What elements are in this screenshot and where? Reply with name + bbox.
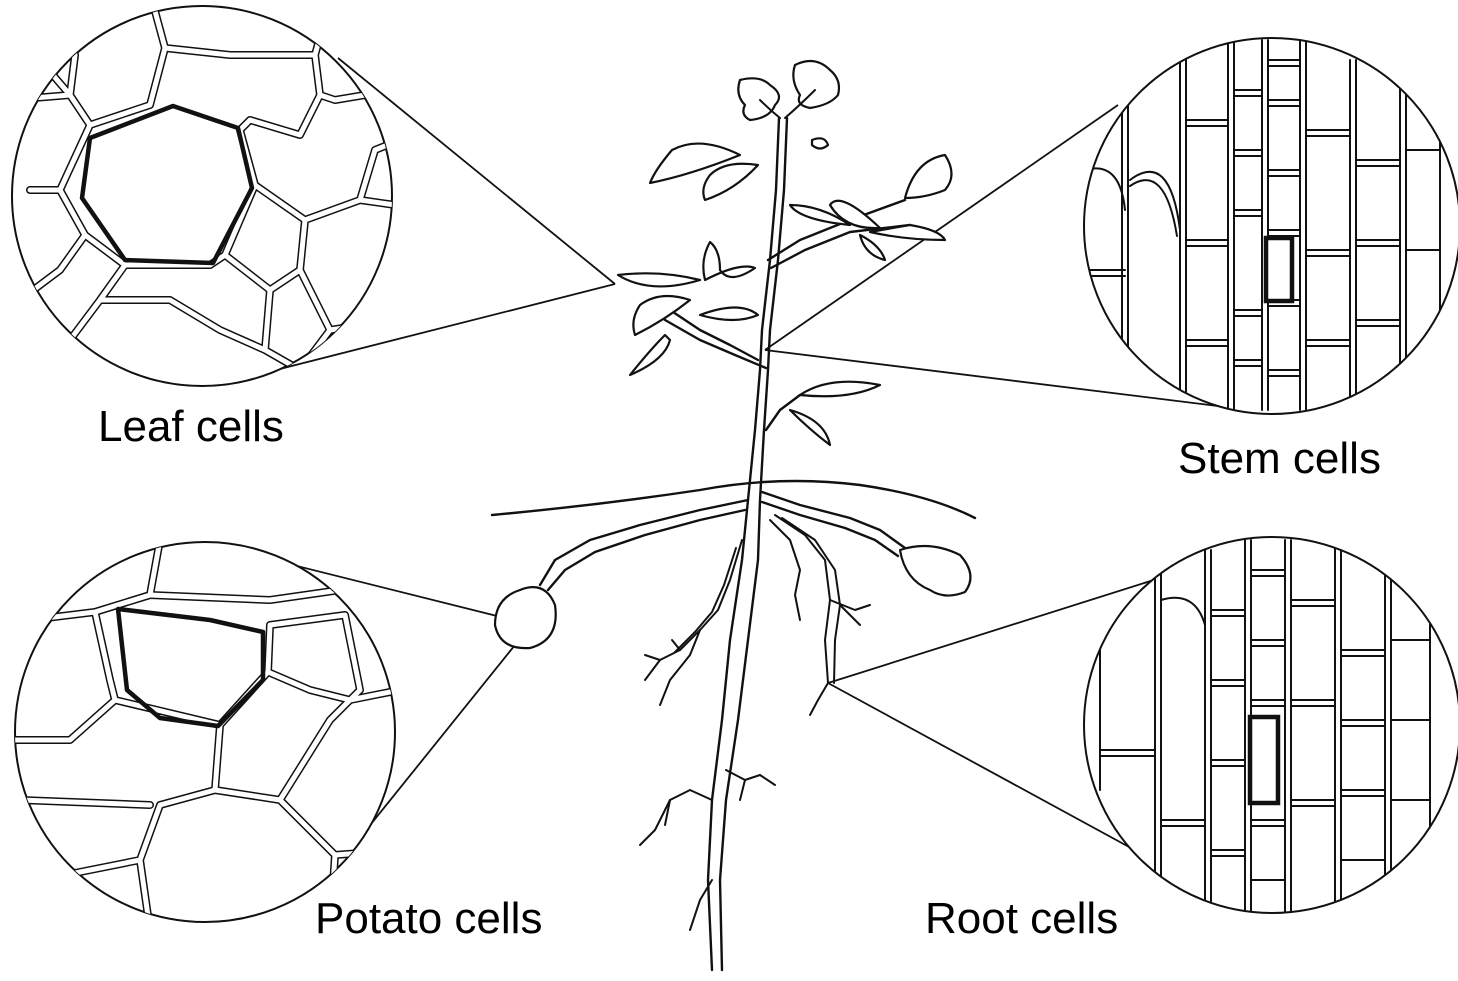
stem-cells-label: Stem cells: [1178, 437, 1381, 481]
flower-right: [793, 61, 839, 108]
leaf-mid-left-5: [630, 335, 670, 375]
leaf-cells-label: Leaf cells: [98, 405, 284, 449]
leaf-mid-left-1: [618, 273, 700, 286]
leaf-lower-right-2: [790, 410, 830, 445]
flower-left: [738, 78, 779, 120]
potato-cells-magnifier: [10, 540, 400, 930]
potato-cells-label: Potato cells: [315, 897, 542, 941]
left-stolon: [540, 500, 748, 585]
main-stem-left-edge: [708, 118, 779, 970]
root-cells-label: Root cells: [925, 897, 1118, 941]
leaf-lower-right-1: [800, 382, 880, 397]
leaf-upper-left-2: [703, 164, 758, 200]
stem-magnifier-circle: [1084, 38, 1458, 414]
left-branch-edge: [665, 320, 766, 368]
leaf-mid-left-2: [703, 242, 755, 280]
main-stem-right-edge: [720, 118, 787, 970]
highlighted-root-cell: [1250, 717, 1278, 803]
root-cells-magnifier: [1084, 537, 1458, 915]
flower-bud: [812, 138, 828, 148]
potato-plant-illustration: [492, 61, 975, 970]
stem-cells-magnifier: [1084, 38, 1458, 414]
leaf-cells-magnifier: [10, 0, 400, 386]
right-potato-tuber: [900, 546, 970, 596]
left-potato-tuber: [495, 587, 556, 648]
highlighted-stem-cell: [1266, 238, 1292, 301]
leaf-mid-left-4: [700, 308, 758, 321]
leaf-upper-right-4: [860, 235, 885, 260]
leaf-upper-right-tip: [905, 155, 952, 198]
left-stolon-edge: [548, 510, 745, 590]
